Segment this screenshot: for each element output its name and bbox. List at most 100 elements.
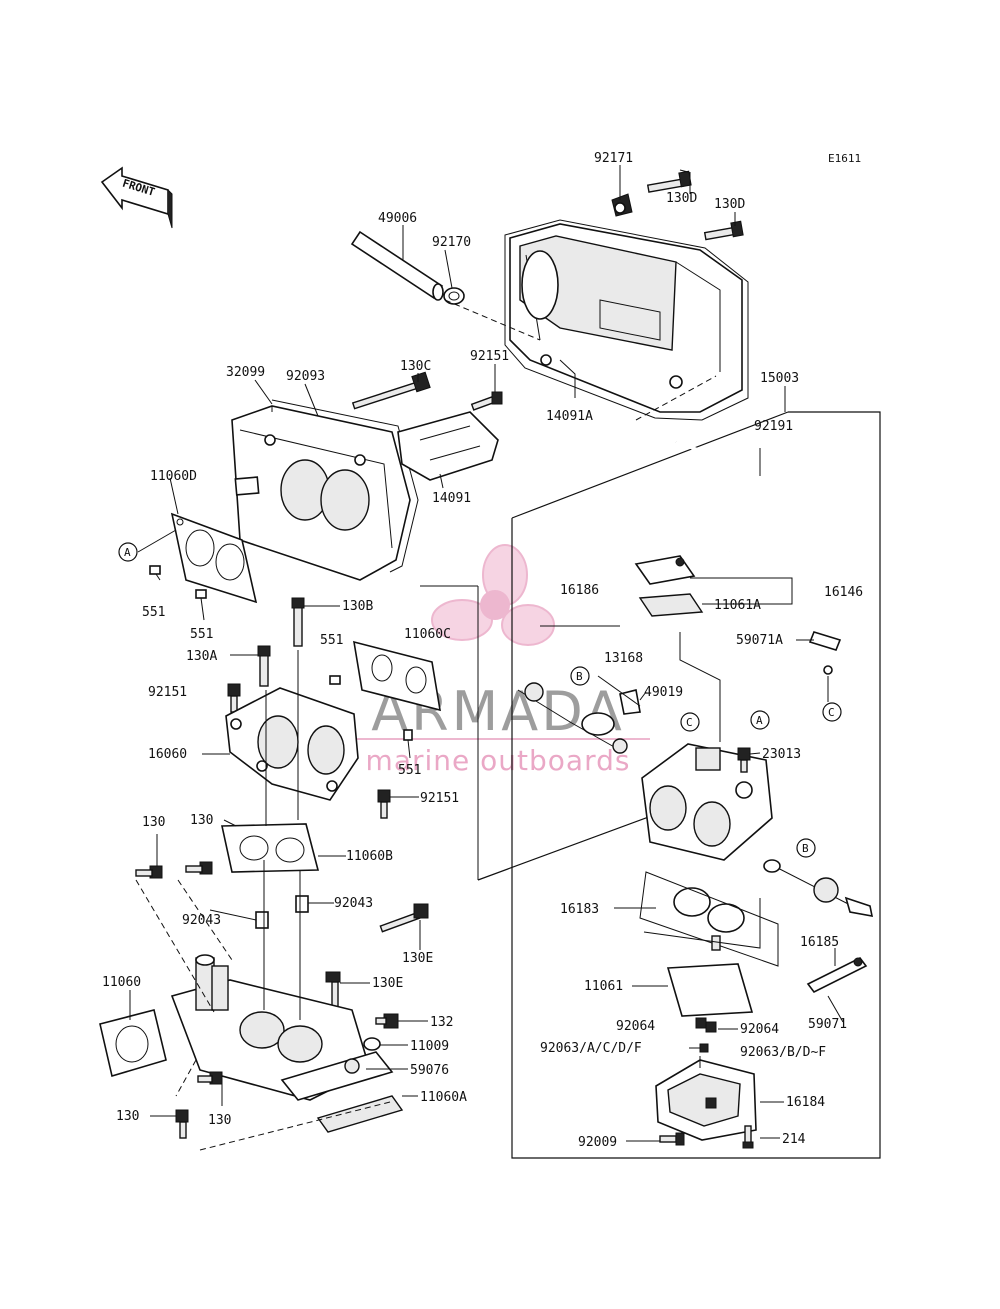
label-92151-top: 92151 xyxy=(470,349,509,364)
gasket-14091A xyxy=(504,219,749,421)
gasket-11060A xyxy=(316,1095,404,1133)
svg-text:A: A xyxy=(124,546,131,559)
label-130D-a: 130D xyxy=(666,191,697,206)
bolt-92151-low xyxy=(377,789,391,819)
label-130-c: 130 xyxy=(116,1109,139,1124)
float-bowl-16184 xyxy=(655,1059,757,1141)
label-11060A: 11060A xyxy=(420,1090,467,1105)
gasket-11061 xyxy=(666,963,754,1017)
label-13168: 13168 xyxy=(604,651,643,666)
label-92064-b: 92064 xyxy=(740,1022,779,1037)
gasket-11060 xyxy=(99,1009,167,1078)
svg-text:C: C xyxy=(828,706,835,719)
hose-92191 xyxy=(675,440,810,554)
label-214: 214 xyxy=(782,1132,806,1147)
callout-C-top: C xyxy=(680,712,700,732)
svg-text:B: B xyxy=(576,670,583,683)
floats-16183 xyxy=(639,871,779,967)
label-11061A: 11061A xyxy=(714,598,761,613)
propeller-logo xyxy=(431,544,555,646)
label-11060B: 11060B xyxy=(346,849,393,864)
spring-49019 xyxy=(619,689,641,715)
svg-text:C: C xyxy=(686,716,693,729)
bolt-92151-top xyxy=(470,391,503,411)
label-92063-right: 92063/B/D~F xyxy=(740,1045,826,1060)
label-551-a: 551 xyxy=(142,605,165,620)
svg-text:B: B xyxy=(802,842,809,855)
leader-lines xyxy=(129,165,844,1151)
label-92151-mid: 92151 xyxy=(148,685,187,700)
bolt-92151-mid xyxy=(227,683,241,713)
label-49019: 49019 xyxy=(644,685,683,700)
label-11009: 11009 xyxy=(410,1039,449,1054)
label-15003: 15003 xyxy=(760,371,799,386)
screw-92009 xyxy=(659,1132,685,1146)
label-16183: 16183 xyxy=(560,902,599,917)
label-130-a: 130 xyxy=(142,815,165,830)
pin-551-b xyxy=(195,589,207,599)
throttle-body-cover xyxy=(231,405,411,581)
dowel-92043-a xyxy=(255,911,269,929)
throttle-shaft xyxy=(763,859,874,917)
label-11060: 11060 xyxy=(102,975,141,990)
label-92043-b: 92043 xyxy=(334,896,373,911)
callout-B-top: B xyxy=(570,666,590,686)
label-130-b: 130 xyxy=(190,813,213,828)
label-551-c: 551 xyxy=(320,633,343,648)
svg-text:A: A xyxy=(756,714,763,727)
callout-A-left: A xyxy=(118,542,138,562)
gasket-11060D xyxy=(170,512,258,604)
label-23013: 23013 xyxy=(762,747,801,762)
gasket-11060C xyxy=(353,640,441,712)
bolt-130C xyxy=(351,371,431,410)
bolt-130D-b xyxy=(703,220,744,241)
label-16184: 16184 xyxy=(786,1095,825,1110)
dowel-92043-b xyxy=(295,895,309,913)
label-16060: 16060 xyxy=(148,747,187,762)
label-130-d: 130 xyxy=(208,1113,231,1128)
label-59076: 59076 xyxy=(410,1063,449,1078)
bracket-14091 xyxy=(397,411,499,481)
callout-C-bottom: C xyxy=(822,702,842,722)
label-11060C: 11060C xyxy=(404,627,451,642)
tube-49006 xyxy=(350,230,444,301)
screen-59076 xyxy=(280,1051,394,1101)
clamp-92171 xyxy=(611,193,633,217)
pin-551-d xyxy=(403,729,413,741)
bolt-130B xyxy=(291,597,305,647)
bolt-132 xyxy=(375,1013,399,1029)
air-box-cover xyxy=(509,223,743,413)
label-130E-a: 130E xyxy=(402,951,433,966)
label-32099: 32099 xyxy=(226,365,265,380)
label-92063-left: 92063/A/C/D/F xyxy=(540,1041,642,1056)
label-16186: 16186 xyxy=(560,583,599,598)
bolt-130E-a xyxy=(379,903,429,933)
label-92093: 92093 xyxy=(286,369,325,384)
carburetor-body xyxy=(641,743,773,861)
label-130D-b: 130D xyxy=(714,197,745,212)
watermark-rule xyxy=(345,738,650,740)
label-92170: 92170 xyxy=(432,235,471,250)
fitting-59071A xyxy=(808,631,842,675)
label-14091: 14091 xyxy=(432,491,471,506)
callout-B-bottom: B xyxy=(796,838,816,858)
label-132: 132 xyxy=(430,1015,453,1030)
screw-23013 xyxy=(737,747,751,773)
armada-watermark: ARMADA marine outboards xyxy=(345,544,650,777)
bolt-130-c xyxy=(175,1109,189,1139)
bolt-130D-a xyxy=(646,170,692,193)
label-92191: 92191 xyxy=(754,419,793,434)
oring-11009 xyxy=(363,1037,381,1051)
label-92064-a: 92064 xyxy=(616,1019,655,1034)
label-551-d: 551 xyxy=(398,763,421,778)
jets-92064 xyxy=(695,1017,717,1033)
fitting-11061A-top xyxy=(634,555,696,585)
label-92043-a: 92043 xyxy=(182,913,221,928)
jet-92063 xyxy=(699,1043,709,1053)
label-49006: 49006 xyxy=(378,211,417,226)
label-130B: 130B xyxy=(342,599,373,614)
label-130E-b: 130E xyxy=(372,976,403,991)
pin-551-a xyxy=(149,565,161,575)
throttle-linkage-16186 xyxy=(517,682,617,749)
